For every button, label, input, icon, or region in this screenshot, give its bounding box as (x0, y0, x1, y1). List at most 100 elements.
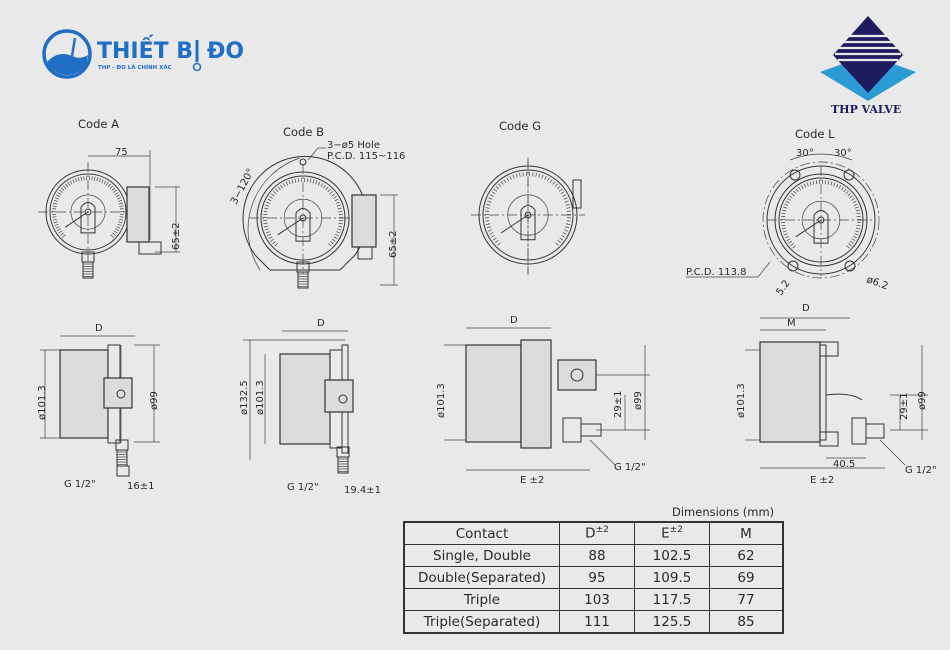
drawing-line (329, 191, 333, 195)
drawing-line (317, 181, 321, 186)
cable-gland (570, 368, 584, 382)
drawing-line (784, 203, 789, 206)
header-m: M (709, 521, 784, 545)
drawing-line (335, 201, 340, 204)
drawing-line (547, 177, 550, 182)
drawing-line (270, 238, 275, 242)
code-b-nut: 19.4±1 (344, 485, 381, 496)
drawing-line (264, 228, 269, 231)
drawing-line (554, 183, 558, 187)
code-l-hole: ø6.2 (865, 274, 889, 292)
table-header-row: Contact D±2 E±2 M (403, 521, 784, 545)
drawing-line (563, 229, 568, 232)
drawing-line (117, 223, 122, 226)
cell-e: 125.5 (634, 610, 710, 634)
drawing-line (564, 200, 569, 203)
drawing-line (115, 228, 119, 231)
socket-thread (82, 261, 94, 279)
drawing-line (793, 190, 797, 195)
drawing-line (57, 228, 61, 231)
hex-nut (116, 465, 130, 477)
case-side (759, 341, 821, 443)
code-b-angle: 3−120° (229, 167, 257, 206)
drawing-line (116, 226, 121, 229)
drawing-line (852, 200, 857, 204)
drawing-line (53, 199, 58, 202)
header-contact: Contact (403, 521, 560, 545)
flange-hole (787, 260, 799, 272)
drawing-line (788, 195, 793, 199)
drawing-line (497, 242, 501, 246)
drawing-line (854, 206, 859, 209)
code-b-title: Code B (283, 125, 324, 139)
drawing-line (273, 191, 277, 195)
code-l-length: 40.5 (833, 459, 855, 470)
cell-e: 102.5 (634, 544, 710, 567)
code-l-angle-right: 30° (834, 148, 852, 159)
drawing-line (116, 194, 120, 198)
drawing-line (827, 180, 830, 185)
header-d: D±2 (559, 521, 635, 545)
flange-hole (844, 260, 856, 272)
code-l-thread: G 1/2" (905, 465, 937, 476)
drawing-line (337, 207, 342, 210)
drawing-line (77, 177, 80, 182)
junction-box (557, 359, 597, 391)
drawing-line (333, 196, 337, 199)
drawing-line (110, 234, 114, 238)
drawing-line (506, 177, 509, 182)
code-b-dia-flange: ø132.5 (239, 380, 250, 415)
cable-gland (357, 246, 373, 260)
drawing-line (489, 232, 494, 235)
code-g-e-dim: E ±2 (520, 475, 544, 486)
drawing-line (549, 179, 553, 183)
drawing-line (263, 210, 268, 213)
drawing-line (109, 185, 114, 190)
upper-lug (819, 341, 839, 357)
drawing-line (798, 186, 801, 191)
drawing-line (64, 211, 89, 228)
drawing-line (786, 238, 791, 242)
drawing-line (495, 240, 499, 244)
flange-hole (789, 169, 801, 181)
drawing-line (60, 232, 64, 236)
drawing-line (112, 232, 116, 236)
angle-arc (247, 157, 301, 271)
rear-plate (819, 344, 827, 441)
drawing-line (795, 188, 799, 193)
drawing-line (334, 198, 339, 202)
socket (115, 439, 129, 451)
drawing-line (277, 186, 281, 191)
drawing-line (275, 188, 279, 193)
drawing-line (52, 218, 57, 221)
code-g-dia-face: ø99 (633, 391, 644, 410)
drawing-line (338, 225, 343, 228)
drawing-line (291, 179, 294, 184)
drawing-line (563, 197, 568, 200)
drawing-line (312, 179, 315, 184)
drawing-line (331, 193, 336, 197)
drawing-line (552, 181, 556, 185)
angle-arc (789, 153, 853, 161)
drawing-line (288, 180, 291, 185)
cell-m: 69 (709, 566, 784, 589)
drawing-line (58, 230, 63, 234)
code-a-depth: D (95, 323, 103, 334)
drawing-line (264, 207, 269, 210)
cell-d: 103 (559, 588, 635, 611)
drawing-line (559, 237, 564, 241)
drawing-line (856, 212, 861, 215)
code-b-hole: 3−ø5 Hole (327, 140, 380, 151)
drawing-line (338, 210, 343, 213)
cell-contact: Single, Double (403, 544, 560, 567)
drawing-line (57, 192, 62, 195)
socket-thread (297, 271, 309, 289)
drawing-line (800, 185, 804, 189)
cell-m: 62 (709, 544, 784, 567)
drawing-line (566, 207, 571, 209)
drawing-line (803, 183, 807, 188)
drawing-line (103, 180, 107, 185)
drawing-line (56, 194, 60, 198)
